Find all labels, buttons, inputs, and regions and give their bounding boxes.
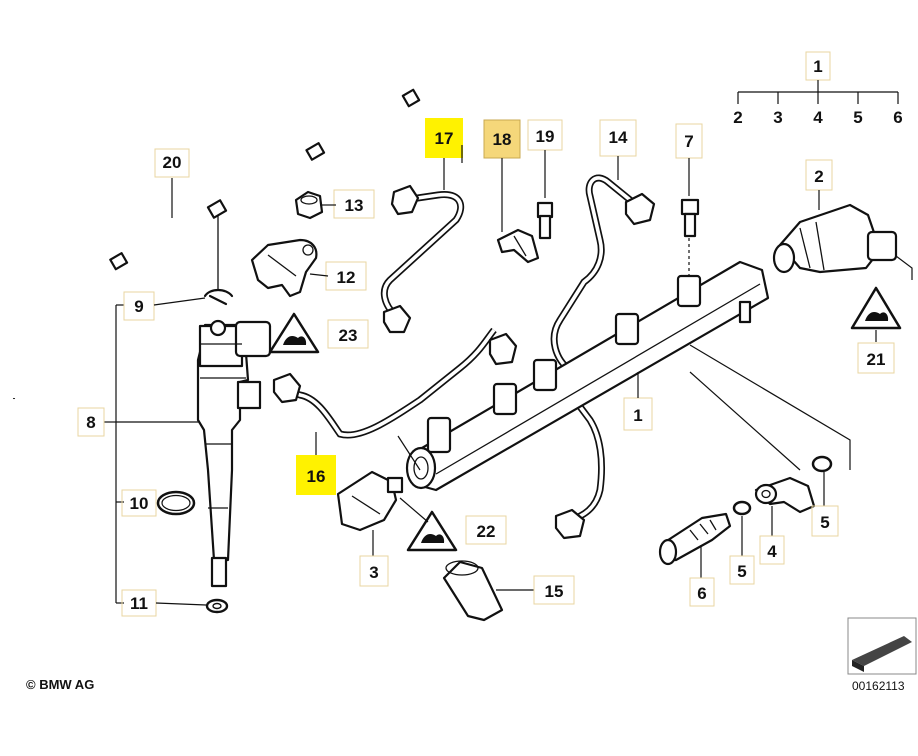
label-4[interactable]: 4 — [767, 542, 777, 561]
bracket-12 — [250, 238, 318, 298]
bolt-19 — [536, 201, 554, 240]
bmw-diagram-corner-icon — [847, 617, 917, 675]
leak-oil-line-20 — [11, 88, 421, 400]
banjo-bolt-6 — [658, 512, 732, 566]
label-3-top[interactable]: 3 — [773, 108, 782, 127]
label-5b[interactable]: 5 — [820, 513, 829, 532]
sleeve-15 — [442, 560, 504, 622]
label-15[interactable]: 15 — [545, 582, 564, 601]
label-4-top[interactable]: 4 — [813, 108, 823, 127]
warning-triangle-icon — [268, 312, 320, 354]
label-2-top[interactable]: 2 — [733, 108, 742, 127]
label-7[interactable]: 7 — [684, 132, 693, 151]
seal-5-left — [732, 500, 752, 516]
washer-11 — [205, 598, 229, 614]
label-8[interactable]: 8 — [86, 413, 95, 432]
label-21[interactable]: 21 — [867, 350, 886, 369]
rail-pressure-sensor-3 — [336, 470, 404, 532]
label-13[interactable]: 13 — [345, 196, 364, 215]
fuel-rail-1 — [405, 260, 770, 492]
o-ring-10 — [156, 490, 196, 516]
seal-5-right — [811, 455, 833, 473]
label-20[interactable]: 20 — [163, 153, 182, 172]
label-5-top[interactable]: 5 — [853, 108, 862, 127]
label-17[interactable]: 17 — [435, 129, 454, 148]
label-6-top[interactable]: 6 — [893, 108, 902, 127]
label-11[interactable]: 11 — [130, 594, 148, 613]
pressure-regulator-2 — [772, 203, 898, 274]
label-10[interactable]: 10 — [130, 494, 149, 513]
label-23[interactable]: 23 — [339, 326, 358, 345]
label-9[interactable]: 9 — [134, 297, 143, 316]
label-1-top[interactable]: 1 — [813, 57, 822, 76]
label-5a[interactable]: 5 — [737, 562, 746, 581]
label-19[interactable]: 19 — [536, 127, 555, 146]
fitting-4 — [754, 476, 816, 514]
warning-triangle-icon — [406, 510, 458, 552]
injector-8 — [196, 319, 272, 588]
injection-line-14 — [550, 174, 656, 540]
part-hierarchy: 1 2 3 4 5 6 — [733, 51, 903, 127]
label-22[interactable]: 22 — [477, 522, 496, 541]
label-1[interactable]: 1 — [633, 406, 642, 425]
injection-line-17 — [380, 184, 464, 334]
label-18[interactable]: 18 — [493, 130, 512, 149]
label-6[interactable]: 6 — [697, 584, 706, 603]
label-14[interactable]: 14 — [609, 128, 628, 147]
clip-9-shape — [203, 288, 234, 306]
copyright-text: © BMW AG — [26, 677, 94, 692]
diagram-id: 00162113 — [852, 679, 905, 693]
label-12[interactable]: 12 — [337, 268, 356, 287]
label-2[interactable]: 2 — [814, 167, 823, 186]
nut-13 — [294, 190, 324, 220]
clamp-18 — [496, 228, 540, 264]
label-3[interactable]: 3 — [369, 563, 378, 582]
label-16[interactable]: 16 — [307, 467, 326, 486]
bolt-7 — [680, 198, 700, 238]
warning-triangle-icon — [850, 286, 902, 330]
